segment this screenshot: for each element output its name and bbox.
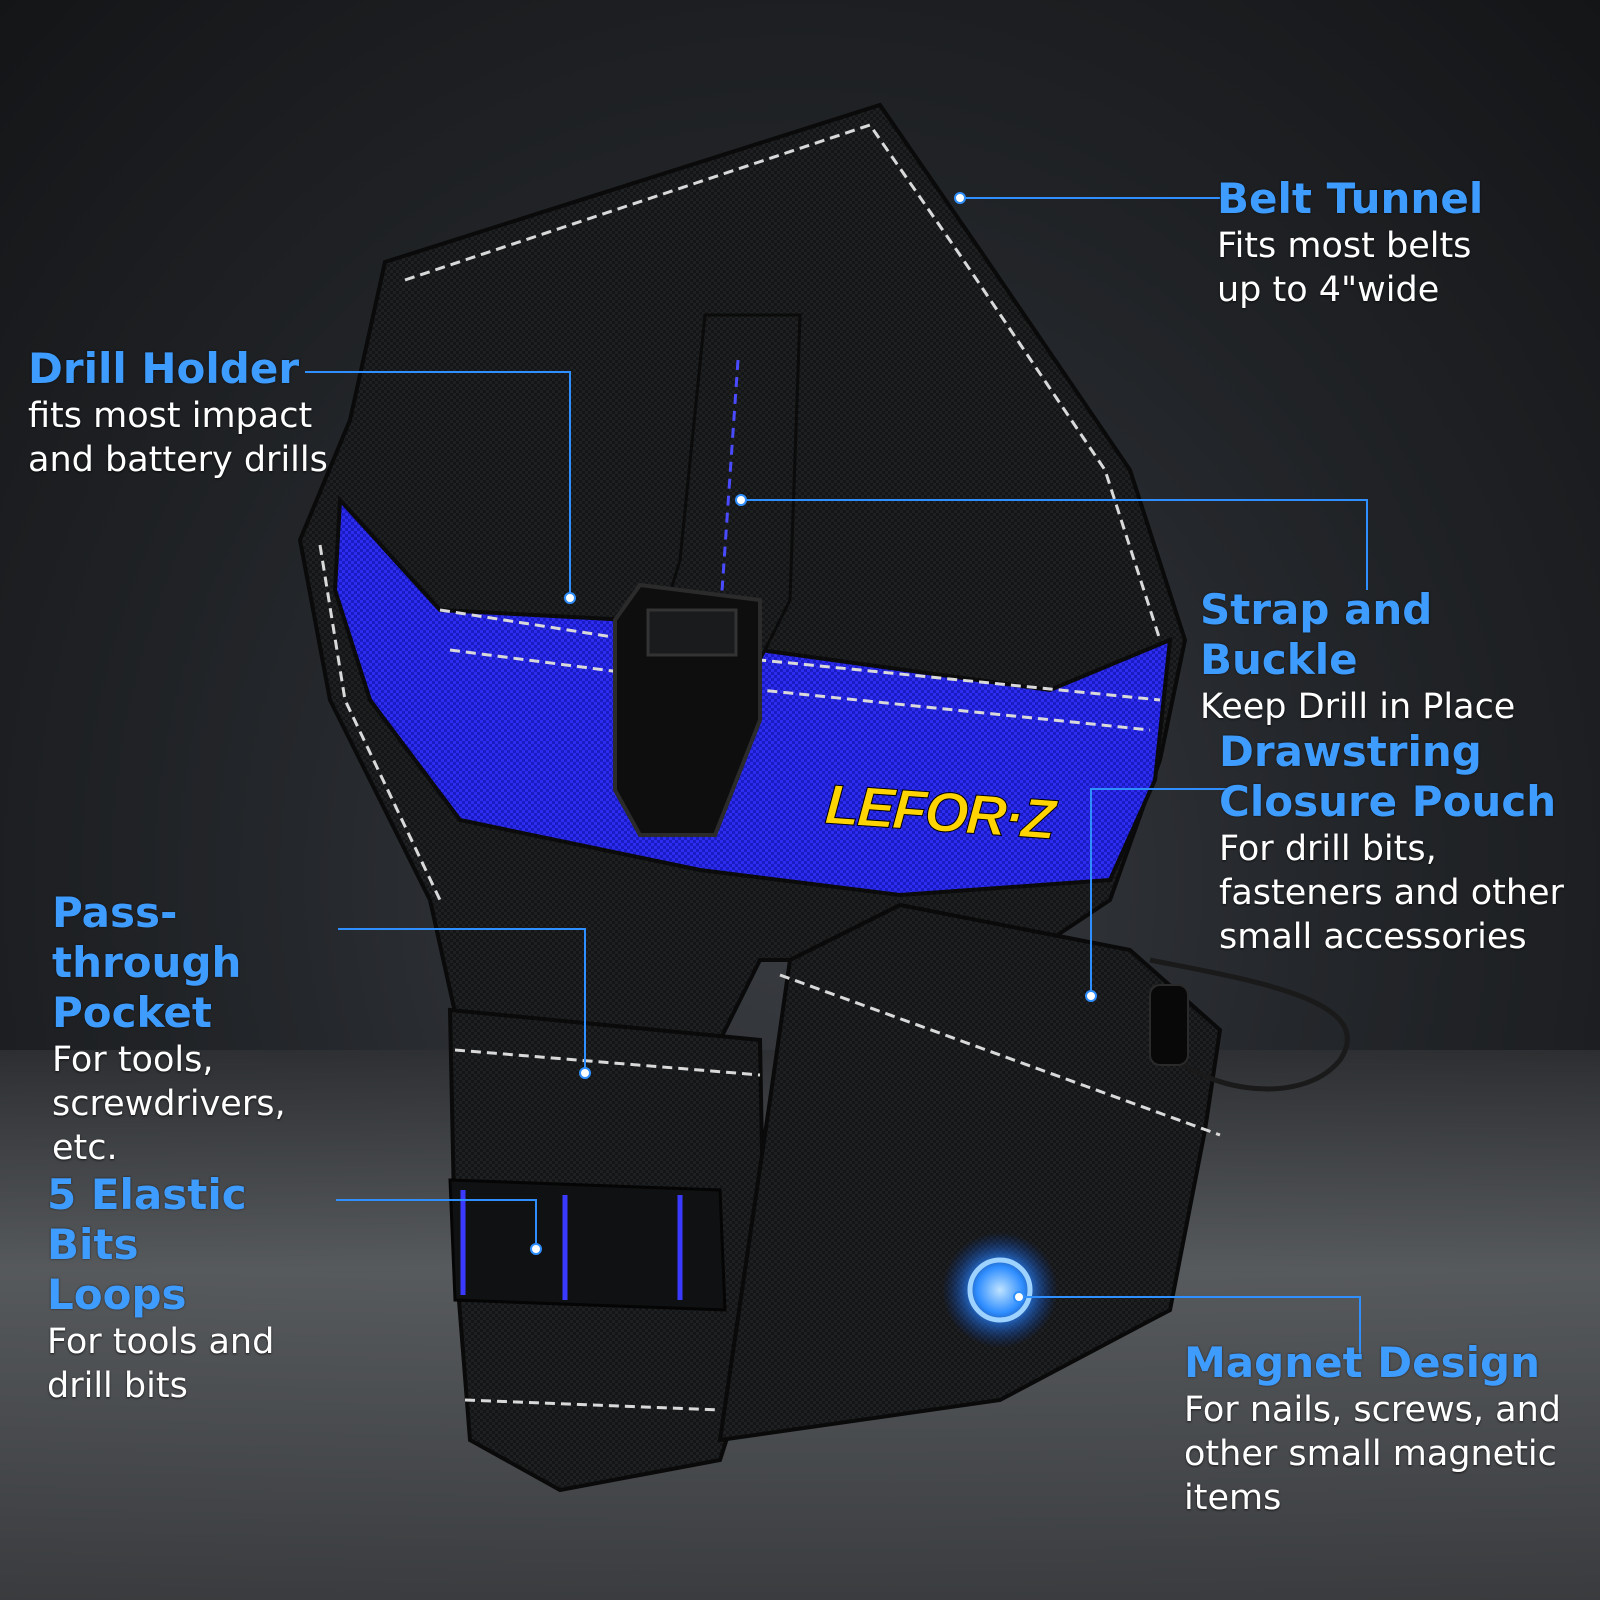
leader-dots	[530, 192, 1097, 1303]
callout-drill-holder: Drill Holder fits most impact and batter…	[28, 344, 338, 482]
callout-description: For drill bits, fasteners and other smal…	[1219, 829, 1564, 957]
callout-title: Pass-through Pocket	[52, 888, 242, 1037]
callout-title: 5 Elastic Bits Loops	[47, 1170, 247, 1319]
callout-title: Drill Holder	[28, 344, 300, 393]
callout-belt-tunnel: Belt Tunnel Fits most belts up to 4"wide	[1217, 174, 1577, 312]
callout-strap-buckle: Strap and Buckle Keep Drill in Place	[1200, 585, 1595, 729]
drawstring-pouch	[717, 902, 1223, 1443]
callout-title: Strap and Buckle	[1200, 585, 1433, 684]
callout-description: For tools, screwdrivers, etc.	[52, 1040, 286, 1168]
magnet-glow	[942, 1232, 1058, 1348]
callout-title: Drawstring Closure Pouch	[1219, 727, 1557, 826]
brand-logo: LEFOR·Z	[823, 765, 1056, 856]
leader-lines	[305, 197, 1368, 1355]
drawstring-cord	[1149, 957, 1350, 1092]
callout-description: Keep Drill in Place	[1200, 687, 1516, 727]
callout-title: Belt Tunnel	[1217, 174, 1484, 223]
brand-logo-text: LEFOR·Z	[823, 771, 1056, 851]
callout-description: fits most impact and battery drills	[28, 396, 328, 480]
callout-description: For tools and drill bits	[47, 1322, 275, 1406]
callout-drawstring-pouch: Drawstring Closure Pouch For drill bits,…	[1219, 727, 1589, 959]
callout-pass-through-pocket: Pass-through Pocket For tools, screwdriv…	[52, 888, 352, 1170]
callout-elastic-loops: 5 Elastic Bits Loops For tools and drill…	[47, 1170, 347, 1408]
callout-description: Fits most belts up to 4"wide	[1217, 226, 1472, 310]
callout-title: Magnet Design	[1184, 1338, 1540, 1387]
elastic-loops-band	[448, 1178, 727, 1312]
belt-tunnel-stitching	[404, 123, 1162, 641]
callout-magnet-design: Magnet Design For nails, screws, and oth…	[1184, 1338, 1594, 1520]
callout-description: For nails, screws, and other small magne…	[1184, 1390, 1561, 1518]
